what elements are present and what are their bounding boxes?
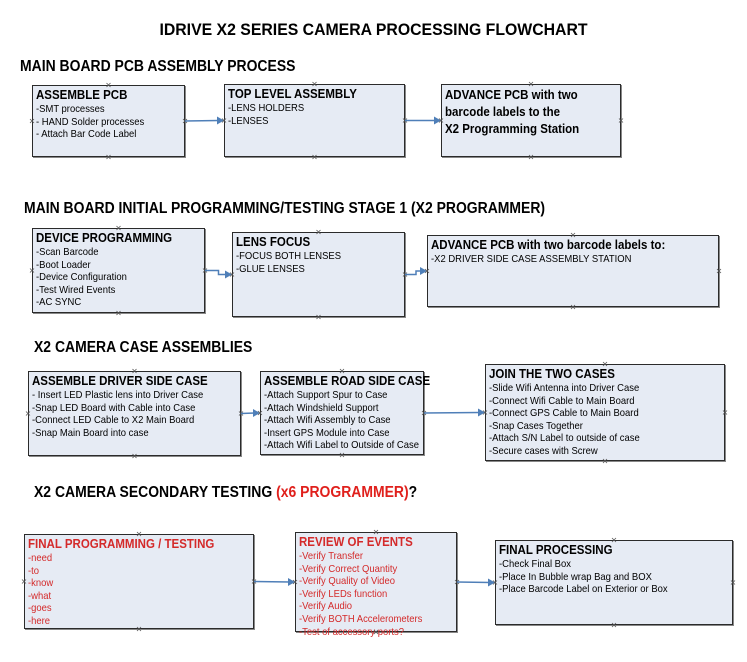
- process-step: -Snap LED Board with Cable into Case: [32, 401, 196, 414]
- process-box: ADVANCE PCB with two barcode labels to:-…: [427, 235, 719, 307]
- process-box-title: ASSEMBLE PCB: [36, 88, 128, 102]
- arrowhead: [488, 578, 495, 587]
- process-step: -X2 DRIVER SIDE CASE ASSEMBLY STATION: [431, 253, 632, 265]
- process-step: -GLUE LENSES: [236, 262, 305, 275]
- arrowhead: [478, 408, 485, 417]
- process-step: -Test Wired Events: [36, 283, 116, 296]
- process-step: -Attach S/N Label to outside of case: [489, 432, 640, 445]
- process-box: ASSEMBLE DRIVER SIDE CASE- Insert LED Pl…: [28, 371, 241, 456]
- process-step: -Snap Main Board into case: [32, 426, 149, 439]
- process-box: REVIEW OF EVENTS-Verify Transfer-Verify …: [295, 532, 457, 638]
- process-step: -Verify Audio: [299, 600, 353, 613]
- process-step: -Verify BOTH Accelerometers: [299, 612, 423, 625]
- section-heading-case-assemblies: X2 CAMERA CASE ASSEMBLIES: [34, 339, 253, 356]
- arrowhead: [225, 270, 232, 279]
- section-heading-pcb-assembly: MAIN BOARD PCB ASSEMBLY PROCESS: [20, 58, 296, 75]
- process-step: -Snap Cases Together: [489, 419, 583, 432]
- process-step: -Place Barcode Label on Exterior or Box: [499, 583, 668, 596]
- process-step: -Connect Wifi Cable to Main Board: [489, 394, 635, 407]
- process-step: -Verify Transfer: [299, 550, 364, 562]
- process-step: -Slide Wifi Antenna into Driver Case: [489, 382, 640, 394]
- process-step: -LENS HOLDERS: [228, 102, 305, 114]
- heading-red-text: (x6 PROGRAMMER): [276, 484, 409, 501]
- process-box: LENS FOCUS-FOCUS BOTH LENSES-GLUE LENSES: [232, 232, 405, 317]
- heading-tail: ?: [408, 484, 418, 501]
- section-heading-initial-programming: MAIN BOARD INITIAL PROGRAMMING/TESTING S…: [24, 200, 546, 217]
- process-box-title: FINAL PROCESSING: [499, 543, 613, 557]
- flow-arrow: [456, 581, 491, 584]
- process-step: -AC SYNC: [36, 296, 82, 309]
- flow-arrow: [184, 119, 220, 122]
- process-step: -SMT processes: [36, 103, 105, 115]
- process-step: -Place In Bubble wrap Bag and BOX: [499, 570, 652, 583]
- arrowhead: [288, 578, 295, 586]
- flow-arrow: [253, 580, 291, 583]
- process-step: -Verify LEDs function: [299, 587, 388, 600]
- process-step: - Insert LED Plastic lens into Driver Ca…: [32, 389, 204, 401]
- process-step: -Attach Windshield Support: [264, 401, 379, 414]
- process-box-title: FINAL PROGRAMMING / TESTING: [28, 537, 215, 551]
- arrowhead: [420, 267, 427, 275]
- process-box: ASSEMBLE PCB -SMT processes- HAND Solder…: [32, 85, 185, 157]
- process-box-title-line: X2 Programming Station: [445, 122, 580, 136]
- process-box-title: ADVANCE PCB with two barcode labels to t…: [445, 88, 578, 119]
- section-heading-secondary-testing: X2 CAMERA SECONDARY TESTING (x6 PROGRAMM…: [34, 484, 417, 502]
- process-box-title: JOIN THE TWO CASES: [489, 367, 615, 381]
- process-box-title: TOP LEVEL ASSEMBLY: [228, 87, 357, 101]
- process-step: -Attach Wifi Label to Outside of Case: [264, 439, 419, 452]
- process-step: -Check Final Box: [499, 558, 571, 570]
- process-step: - Attach Bar Code Label: [36, 128, 137, 141]
- process-box: FINAL PROGRAMMING / TESTING-need-to-know…: [24, 534, 254, 629]
- arrowhead: [253, 409, 260, 417]
- process-step: - HAND Solder processes: [36, 115, 145, 128]
- arrowhead: [217, 116, 224, 125]
- process-box: ASSEMBLE ROAD SIDE CASE-Attach Support S…: [260, 371, 431, 455]
- process-box: TOP LEVEL ASSEMBLY-LENS HOLDERS-LENSES: [224, 84, 405, 157]
- process-box-title: ASSEMBLE DRIVER SIDE CASE: [32, 374, 208, 388]
- process-step: -Attach Wifi Assembly to Case: [264, 414, 391, 427]
- process-box-title: ADVANCE PCB with two barcode labels to:: [431, 238, 666, 252]
- process-step: -here: [28, 614, 51, 627]
- process-box-title: LENS FOCUS: [236, 235, 311, 249]
- process-step: -Secure cases with Screw: [489, 444, 598, 457]
- process-step: -need: [28, 552, 53, 564]
- process-step: -Attach Support Spur to Case: [264, 389, 388, 401]
- process-box-title: ASSEMBLE ROAD SIDE CASE: [264, 374, 431, 388]
- process-box: JOIN THE TWO CASES-Slide Wifi Antenna in…: [485, 364, 725, 461]
- process-step: -FOCUS BOTH LENSES: [236, 250, 342, 262]
- process-step: -Verify Quality of Video: [299, 575, 395, 588]
- process-box-title: REVIEW OF EVENTS: [299, 535, 413, 549]
- process-box: ADVANCE PCB with two barcode labels to t…: [441, 84, 621, 157]
- process-step: -Scan Barcode: [36, 246, 99, 258]
- process-box-title: DEVICE PROGRAMMING: [36, 231, 173, 245]
- process-step: -Device Configuration: [36, 271, 127, 284]
- process-step: -Insert GPS Module into Case: [264, 426, 390, 439]
- page-title: IDRIVE X2 SERIES CAMERA PROCESSING FLOWC…: [159, 20, 588, 39]
- process-step: -what: [28, 589, 52, 602]
- process-step: -Connect LED Cable to X2 Main Board: [32, 414, 195, 427]
- flow-arrow: [405, 270, 422, 276]
- flow-arrow: [423, 411, 481, 414]
- process-step: -to: [28, 564, 40, 577]
- flow-arrow: [205, 269, 227, 276]
- process-step: -Test of accessory ports?: [299, 625, 405, 638]
- arrowhead: [434, 116, 441, 125]
- process-step: -Boot Loader: [36, 258, 91, 271]
- process-box: DEVICE PROGRAMMING-Scan Barcode-Boot Loa…: [32, 228, 205, 313]
- process-step: -Connect GPS Cable to Main Board: [489, 407, 639, 420]
- heading-text: X2 CAMERA SECONDARY TESTING: [34, 484, 277, 501]
- flow-arrow: [240, 412, 256, 415]
- process-step: -LENSES: [228, 114, 269, 127]
- process-step: -goes: [28, 602, 52, 615]
- process-step: -Verify Correct Quantity: [299, 562, 398, 575]
- process-step: -know: [28, 577, 54, 590]
- process-box: FINAL PROCESSING -Check Final Box-Place …: [495, 540, 733, 625]
